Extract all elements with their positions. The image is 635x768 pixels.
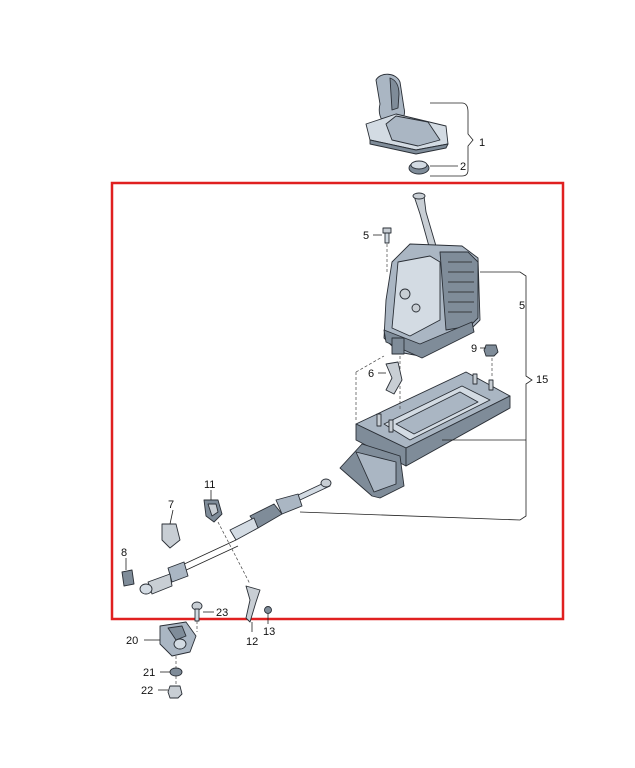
callout-9: 9 xyxy=(471,343,477,355)
bearing-bracket-20-part xyxy=(159,621,197,657)
base-plate-part xyxy=(339,371,511,499)
bracket-5 xyxy=(299,271,533,521)
callout-12: 12 xyxy=(246,636,258,648)
callout-5a: 5 xyxy=(363,230,369,242)
leader-7 xyxy=(169,509,174,525)
screw-5-part xyxy=(382,227,392,244)
dash-11 xyxy=(217,521,251,585)
selector-housing-part xyxy=(383,192,481,359)
dash-housing-base-2 xyxy=(355,355,385,373)
nut-13-part xyxy=(264,606,272,614)
shift-cable-part xyxy=(139,478,332,595)
callout-5b: 5 xyxy=(519,300,525,312)
gear-knob-part xyxy=(365,73,449,155)
bracket-11-part xyxy=(203,499,223,523)
bracket-7-part xyxy=(161,523,181,549)
bracket-1 xyxy=(430,102,474,177)
callout-11: 11 xyxy=(204,479,215,491)
shift-ring-part xyxy=(408,160,430,175)
nut-9-part xyxy=(483,344,499,357)
callout-7: 7 xyxy=(168,499,174,511)
callout-15: 15 xyxy=(536,374,548,386)
washer-21-part xyxy=(169,667,183,677)
callout-1: 1 xyxy=(479,137,485,149)
callout-23: 23 xyxy=(216,607,228,619)
callout-20: 20 xyxy=(126,635,138,647)
clip-12-part xyxy=(245,585,261,623)
highlight-frame xyxy=(110,181,565,621)
nut-22-part xyxy=(167,685,183,699)
spring-clip-6-part xyxy=(385,361,403,395)
callout-21: 21 xyxy=(143,667,155,679)
clip-8-part xyxy=(121,569,135,587)
bolt-23-part xyxy=(191,601,203,622)
callout-22: 22 xyxy=(141,685,153,697)
callout-6: 6 xyxy=(368,368,374,380)
callout-2: 2 xyxy=(460,161,466,173)
callout-8: 8 xyxy=(121,547,127,559)
callout-13: 13 xyxy=(263,626,275,638)
